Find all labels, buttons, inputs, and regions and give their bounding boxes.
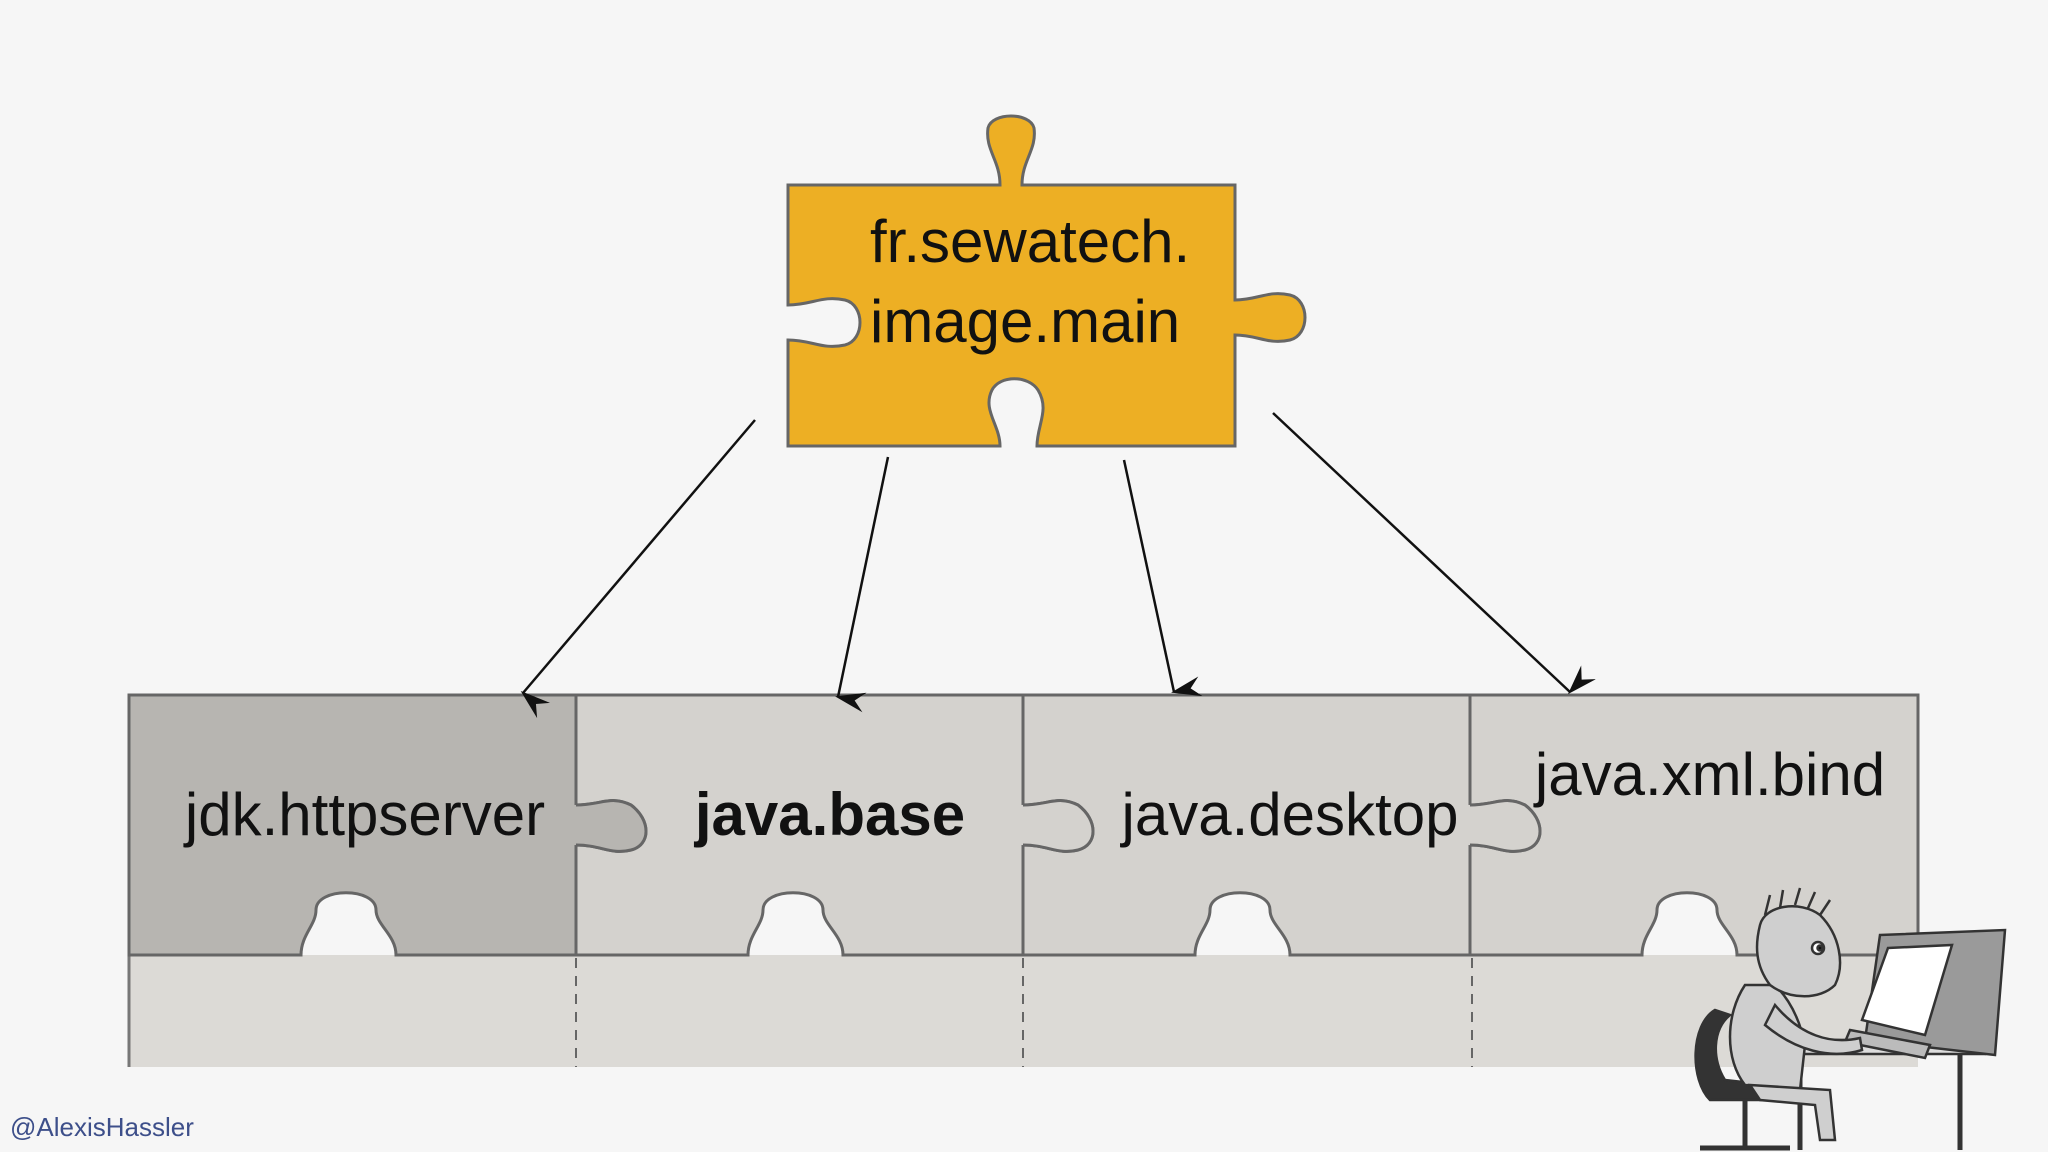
dependency-arrow <box>835 456 890 713</box>
module-tab <box>574 800 646 852</box>
programmer-illustration <box>1694 887 2007 1151</box>
module-label: java.xml.bind <box>1533 741 1885 808</box>
module-label: java.desktop <box>1120 781 1459 848</box>
dependency-arrow <box>520 419 756 719</box>
dependency-arrows <box>520 412 1596 719</box>
module-tab-outline <box>575 799 648 853</box>
dependency-arrow <box>1272 412 1596 695</box>
module-pieces: jdk.httpserver java.base java.desktop java.… <box>127 693 1920 957</box>
top-module-piece <box>786 114 1307 448</box>
top-module-label-line2: image.main <box>870 288 1180 355</box>
module-tab-outline <box>1022 799 1095 853</box>
module-label: java.base <box>694 781 965 848</box>
author-handle: @AlexisHassler <box>10 1112 194 1142</box>
module-tab-outline <box>1469 799 1542 853</box>
top-module-label-line1: fr.sewatech. <box>870 208 1190 275</box>
module-label: jdk.httpserver <box>183 781 545 848</box>
module-tab <box>1021 800 1093 852</box>
module-tab <box>1468 800 1540 852</box>
lower-row-dividers <box>575 958 1473 1067</box>
dependency-arrow <box>1122 459 1203 697</box>
